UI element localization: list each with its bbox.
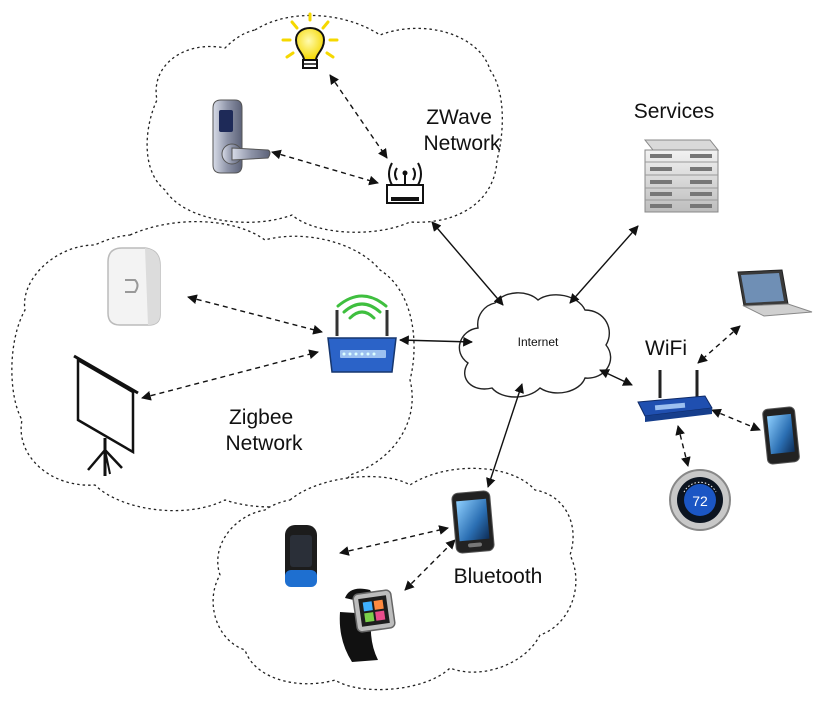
internet-label: Internet bbox=[518, 335, 559, 349]
link-bulb-zwave-hub bbox=[329, 74, 388, 159]
link-lock-zwave-hub bbox=[271, 149, 379, 186]
link-fitbit-bt-phone bbox=[339, 525, 449, 556]
zigbee-hub-icon bbox=[327, 294, 397, 373]
smart-door-lock-icon bbox=[212, 99, 271, 174]
zigbee-network-label: Zigbee Network bbox=[225, 406, 303, 455]
link-zwave-hub-internet bbox=[431, 221, 504, 306]
thermostat-temperature: 72 bbox=[692, 493, 708, 509]
bluetooth-label: Bluetooth bbox=[454, 565, 543, 588]
link-laptop-wifi-router bbox=[697, 325, 741, 364]
light-bulb-icon bbox=[281, 12, 339, 69]
laptop-icon bbox=[737, 269, 813, 317]
link-watch-bt-phone bbox=[404, 539, 456, 591]
local-links bbox=[141, 74, 761, 591]
smartphone-icon bbox=[762, 406, 800, 465]
link-wifi-router-phone bbox=[711, 408, 761, 432]
wifi-label: WiFi bbox=[645, 337, 687, 360]
link-services-internet bbox=[569, 225, 639, 304]
link-wifi-router-internet bbox=[599, 369, 633, 386]
smart-watch-icon bbox=[339, 588, 396, 662]
link-bt-phone-internet bbox=[486, 383, 524, 488]
link-screen-zigbee-hub bbox=[141, 349, 319, 401]
server-rack-icon bbox=[643, 139, 720, 213]
bluetooth-hub-phone-icon bbox=[451, 490, 495, 554]
zwave-hub-icon bbox=[386, 162, 424, 204]
projector-screen-icon bbox=[73, 354, 139, 476]
thermostat-icon: 72 bbox=[669, 469, 731, 531]
link-zigbee-hub-internet bbox=[399, 335, 473, 347]
fitness-tracker-icon bbox=[285, 525, 317, 587]
services-label: Services bbox=[634, 100, 715, 123]
wifi-router-icon bbox=[637, 370, 713, 422]
internet-links bbox=[399, 221, 639, 488]
smart-plug-icon bbox=[107, 247, 161, 326]
link-wifi-router-thermostat bbox=[675, 425, 691, 467]
zwave-network-label: ZWave Network bbox=[423, 106, 501, 155]
